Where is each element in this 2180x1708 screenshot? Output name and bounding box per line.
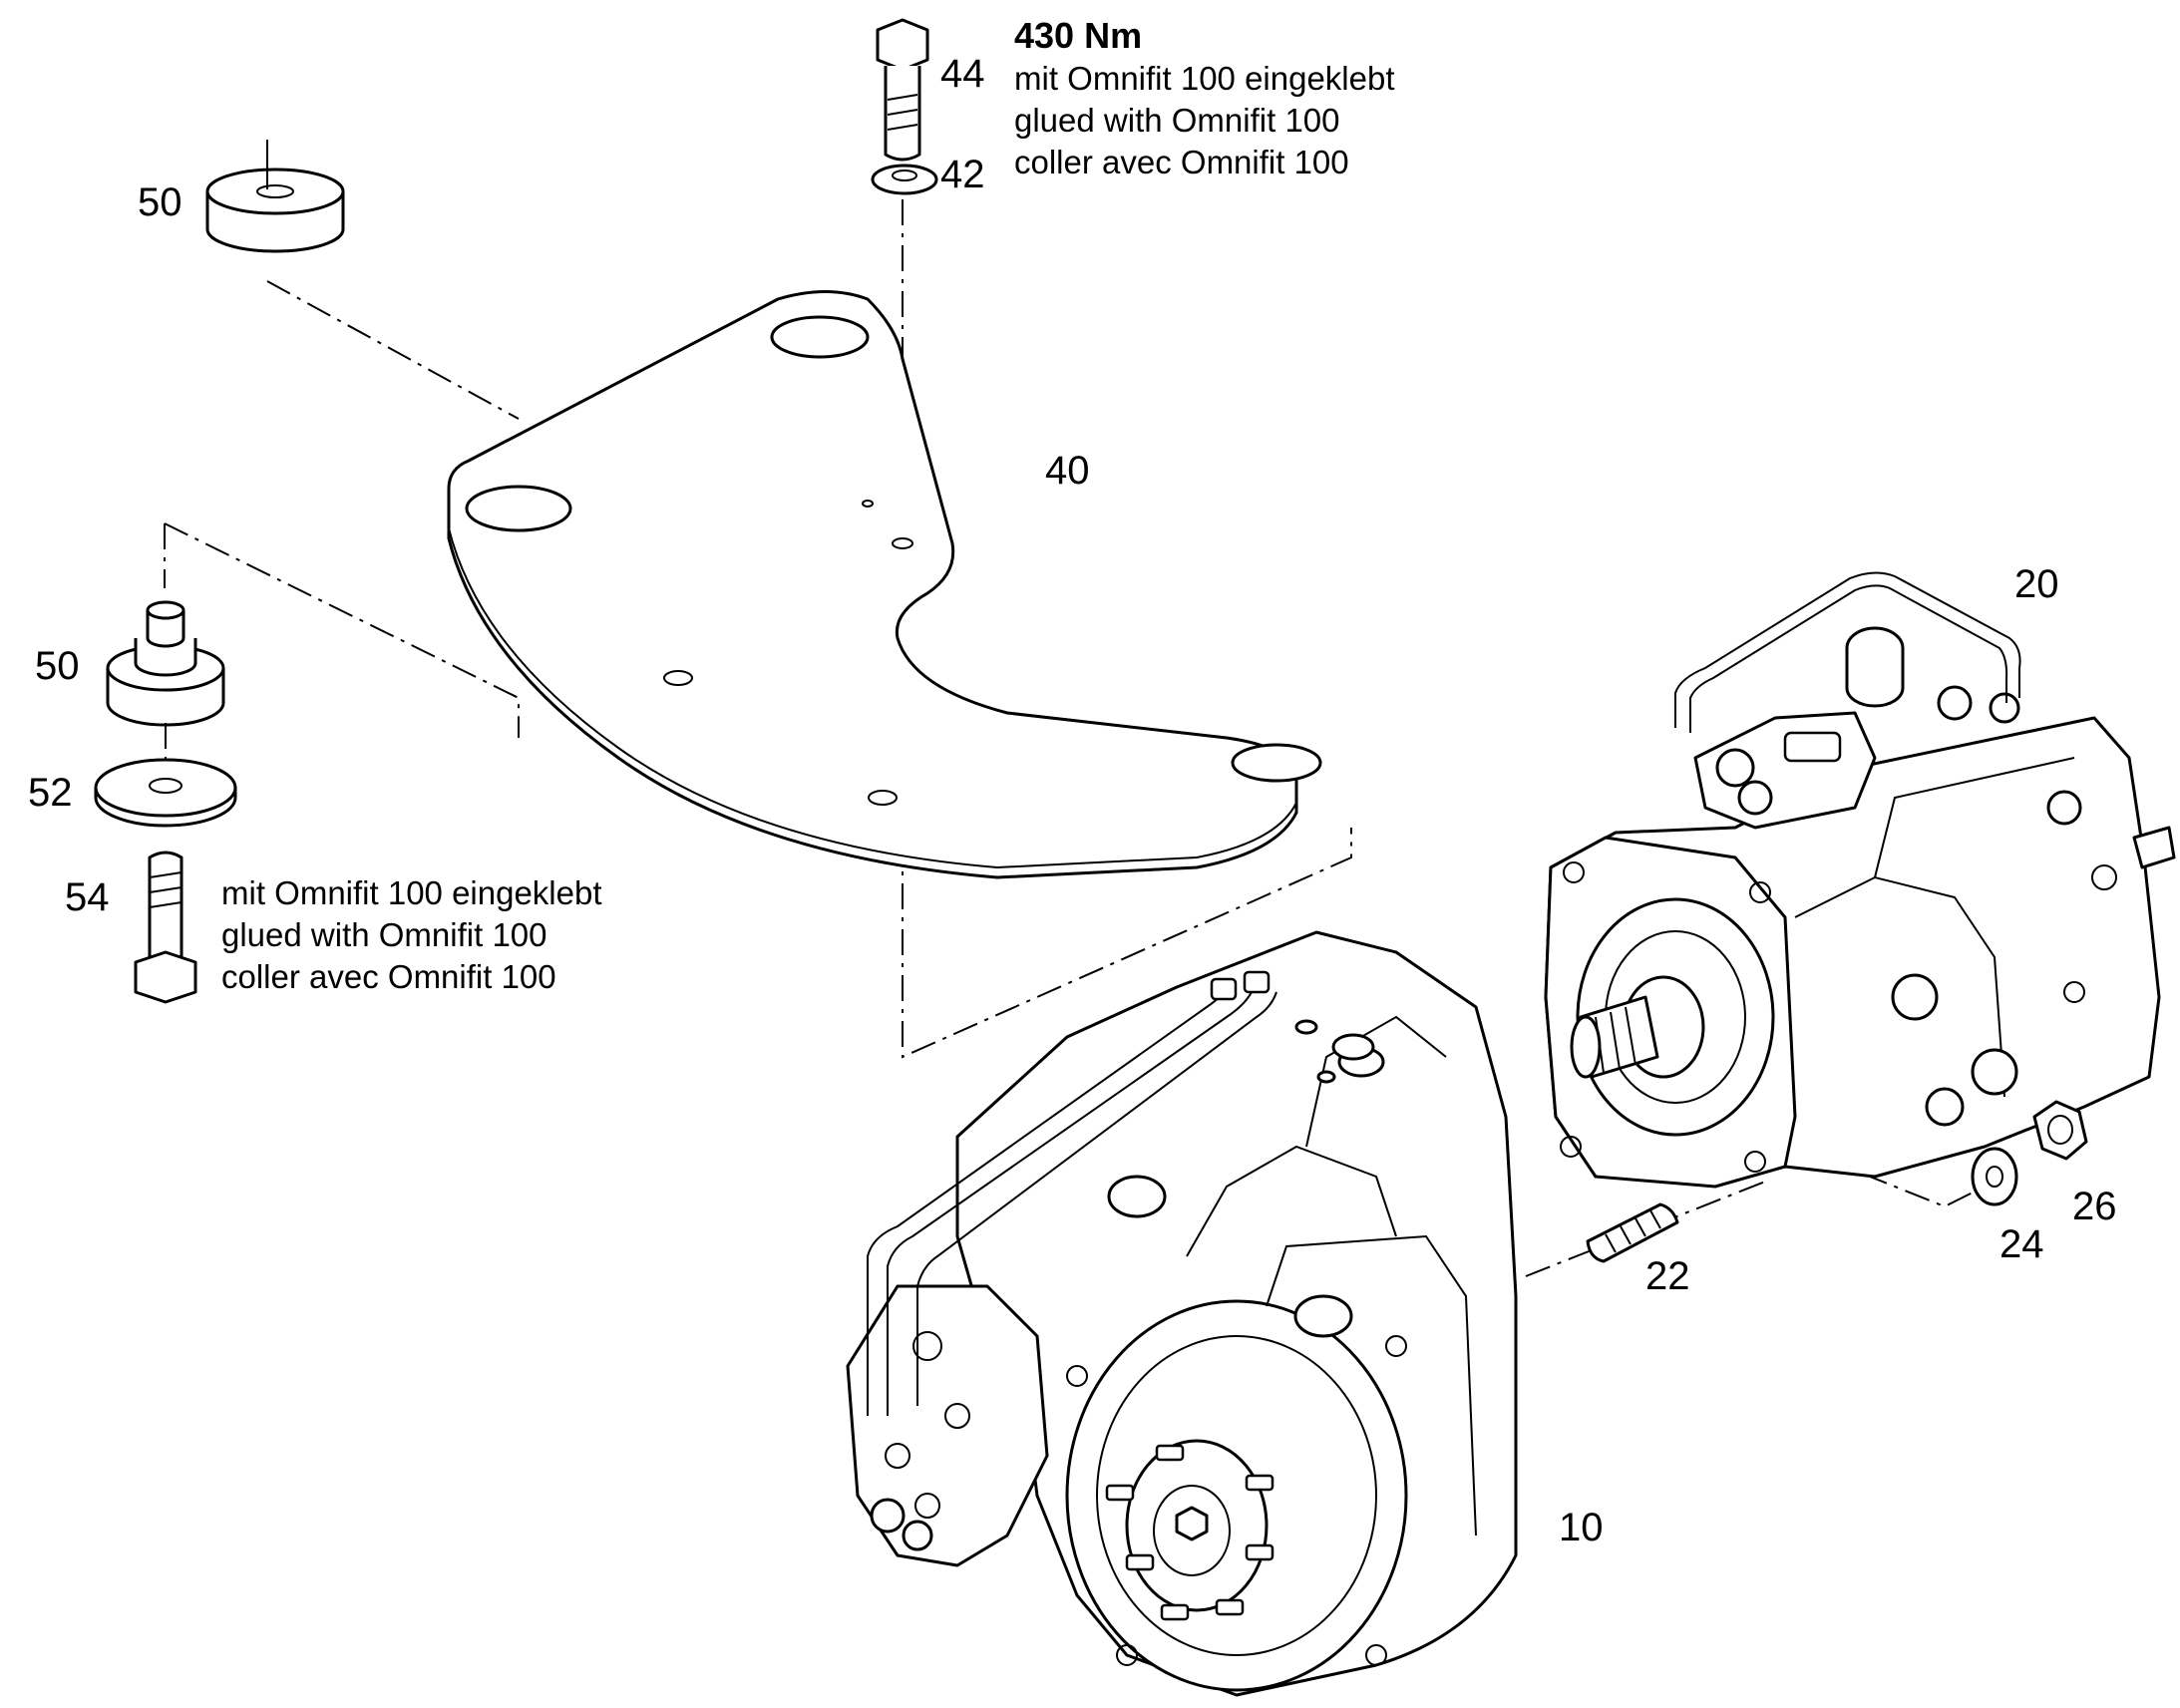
part-20-secondary-pump [1544, 571, 2176, 1189]
callout-24: 24 [1999, 1222, 2044, 1266]
note-left-en: glued with Omnifit 100 [221, 916, 547, 953]
callout-42: 42 [940, 153, 985, 196]
callout-44: 44 [940, 52, 985, 96]
part-54-bolt [134, 851, 197, 1004]
part-50-mid-mount [106, 600, 225, 727]
part-10-main-pump [846, 930, 1518, 1697]
callout-52: 52 [28, 771, 73, 815]
note-left-adhesive: mit Omnifit 100 eingeklebt glued with Om… [221, 872, 602, 998]
callout-10: 10 [1559, 1506, 1604, 1549]
callout-54: 54 [65, 875, 110, 919]
note-left-fr: coller avec Omnifit 100 [221, 958, 556, 995]
note-top-en: glued with Omnifit 100 [1014, 102, 1340, 139]
note-top-torque: 430 Nm mit Omnifit 100 eingeklebt glued … [1014, 14, 1395, 183]
callout-40: 40 [1045, 449, 1090, 493]
part-52-washer [94, 723, 237, 828]
part-50-top-spacer [205, 140, 345, 253]
part-42-washer [871, 164, 938, 195]
part-44-bolt [876, 18, 929, 162]
callout-50-top: 50 [138, 180, 182, 224]
torque-value: 430 Nm [1014, 15, 1143, 56]
part-24-washer [1971, 1147, 2018, 1206]
part-22-stud [1586, 1202, 1679, 1263]
callout-50-mid: 50 [35, 644, 80, 688]
callout-20: 20 [2014, 562, 2059, 606]
part-26-nut [2032, 1100, 2088, 1161]
note-top-fr: coller avec Omnifit 100 [1014, 144, 1349, 180]
callout-26: 26 [2072, 1185, 2117, 1228]
callout-22: 22 [1645, 1254, 1690, 1298]
note-top-de: mit Omnifit 100 eingeklebt [1014, 60, 1395, 97]
part-40-bracket [447, 290, 1322, 879]
note-left-de: mit Omnifit 100 eingeklebt [221, 874, 602, 911]
